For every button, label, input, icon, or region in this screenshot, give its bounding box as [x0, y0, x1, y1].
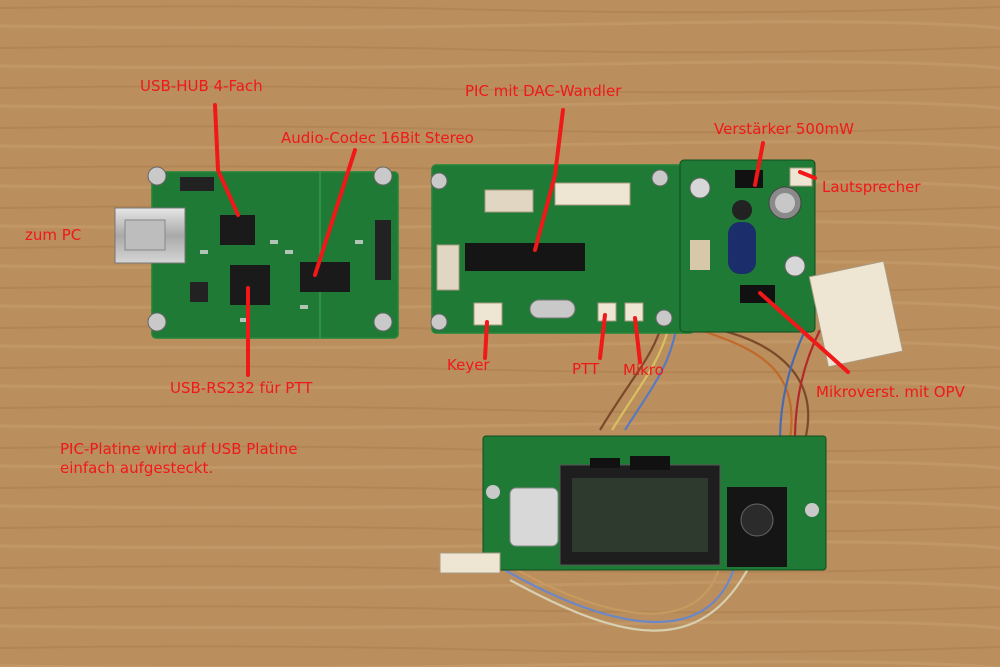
pic-chip — [465, 243, 585, 271]
rotary-encoder — [740, 503, 774, 537]
annotation-lines — [213, 103, 850, 377]
label-amplifier: Verstärker 500mW — [714, 120, 854, 138]
label-pic-dac: PIC mit DAC-Wandler — [465, 82, 622, 100]
label-note-line2: einfach aufgesteckt. — [60, 459, 214, 477]
label-to-pc: zum PC — [25, 226, 82, 244]
audio-codec-chip — [300, 262, 350, 292]
label-mic-amp: Mikroverst. mit OPV — [816, 383, 965, 401]
amplifier-board — [679, 159, 816, 333]
label-mic: Mikro — [623, 361, 664, 379]
label-ptt: PTT — [572, 360, 600, 378]
label-speaker: Lautsprecher — [822, 178, 921, 196]
label-usb-hub: USB-HUB 4-Fach — [140, 77, 263, 95]
speaker-connector — [808, 260, 904, 368]
display-board — [439, 435, 827, 574]
pic-board — [430, 164, 695, 334]
label-note: PIC-Platine wird auf USB Platine einfach… — [60, 440, 380, 478]
push-button — [509, 487, 559, 547]
usb-hub-chip — [220, 215, 255, 245]
label-note-line1: PIC-Platine wird auf USB Platine — [60, 440, 298, 458]
ribbon-wires — [499, 319, 821, 632]
usb-board — [114, 166, 399, 339]
label-usb-rs232: USB-RS232 für PTT — [170, 379, 313, 397]
label-keyer: Keyer — [447, 356, 490, 374]
label-audio-codec: Audio-Codec 16Bit Stereo — [281, 129, 474, 147]
